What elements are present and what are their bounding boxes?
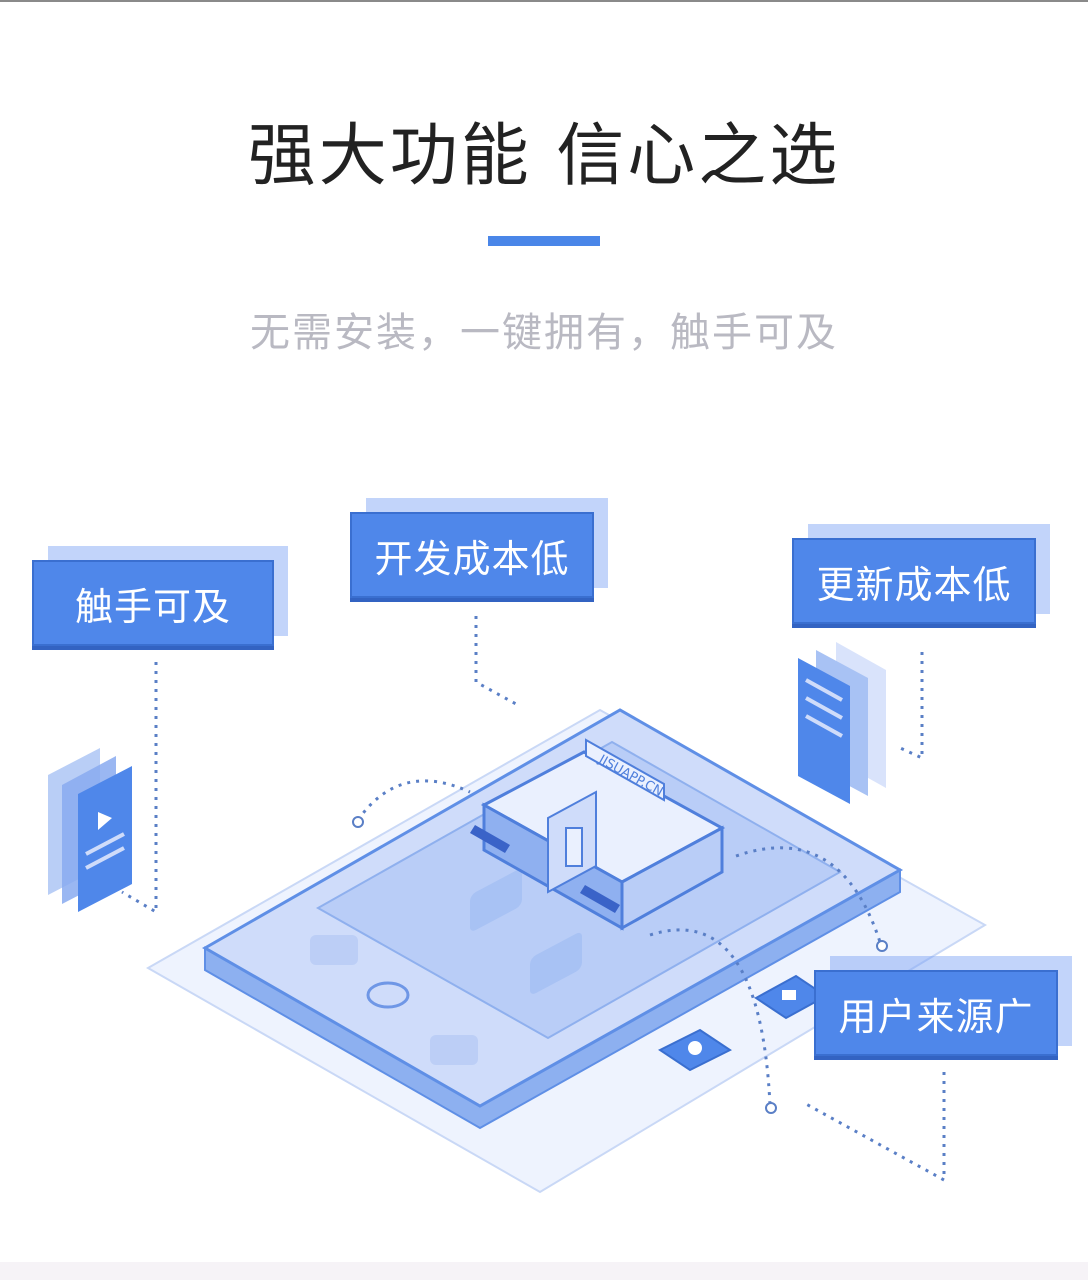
page-title: 强大功能 信心之选 [247, 117, 841, 196]
app-icon-video [470, 869, 522, 931]
bottom-strip [0, 1262, 1088, 1280]
home-button-icon [366, 981, 410, 1009]
connector-lines [121, 616, 946, 1183]
feature-tag-user-source: 用户来源广 [814, 956, 1076, 1060]
bezel-icon-bottom [430, 1035, 478, 1065]
app-icon-calendar [530, 932, 582, 994]
document-card-icon [798, 642, 886, 804]
feature-tag-update-cost: 更新成本低 [792, 524, 1054, 628]
isometric-illustration: JISUAPP.CN [48, 616, 987, 1194]
feature-tag-update-cost-label: 更新成本低 [792, 538, 1036, 624]
connector-dot [352, 816, 364, 828]
feature-tag-reach-label: 触手可及 [32, 560, 274, 646]
feature-tag-user-source-label: 用户来源广 [814, 970, 1058, 1056]
feature-tag-dev-cost: 开发成本低 [350, 498, 612, 602]
key-badge-icon [658, 1028, 732, 1072]
title-accent-bar [488, 236, 600, 246]
feature-tag-reach: 触手可及 [32, 546, 292, 650]
connector-dot [876, 940, 888, 952]
video-card-icon [48, 748, 132, 912]
feature-tag-dev-cost-label: 开发成本低 [350, 512, 594, 598]
bezel-icon-left [310, 935, 358, 965]
page-subtitle: 无需安装，一键拥有，触手可及 [250, 310, 838, 356]
top-divider [0, 0, 1088, 2]
connector-dot [765, 1102, 777, 1114]
store-building-icon [470, 738, 726, 931]
